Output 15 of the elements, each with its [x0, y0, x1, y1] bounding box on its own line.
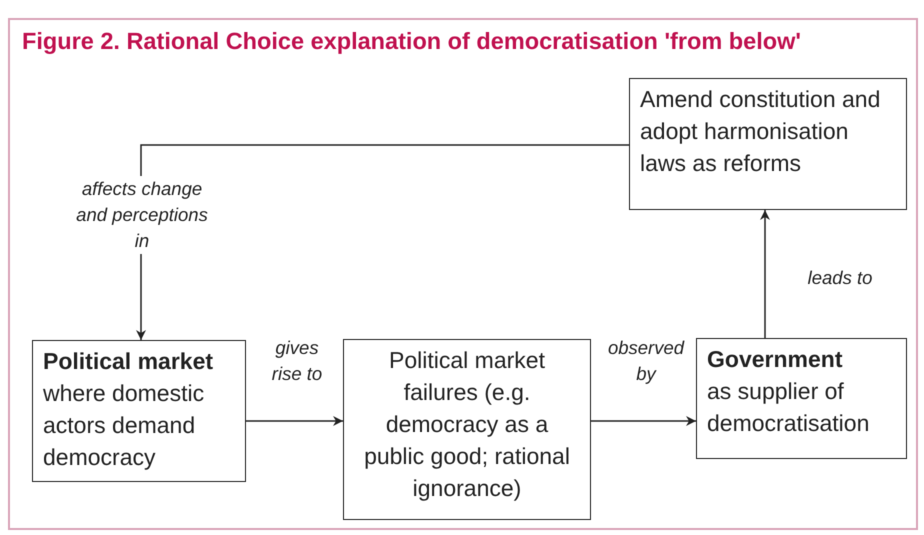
box-text: Political market failures (e.g. democracy as a public good; rational ignorance) — [363, 346, 571, 503]
arrow — [246, 416, 343, 426]
box-text: where domestic actors demand democracy — [43, 379, 206, 472]
arrow — [591, 416, 696, 426]
box-text: as supplier of democratisation — [707, 377, 870, 438]
figure-title: Figure 2. Rational Choice explanation of democratisation 'from below' — [22, 28, 801, 55]
arrow — [136, 144, 629, 340]
box-text: Amend constitution and adopt harmonisation laws as reforms — [640, 85, 882, 178]
box-heading: Political market — [43, 347, 214, 376]
text-box — [629, 78, 907, 210]
text-box — [696, 338, 907, 459]
arrow — [760, 210, 770, 338]
box-heading: Government — [707, 345, 844, 374]
text-box — [32, 340, 246, 482]
text-box — [343, 339, 591, 520]
